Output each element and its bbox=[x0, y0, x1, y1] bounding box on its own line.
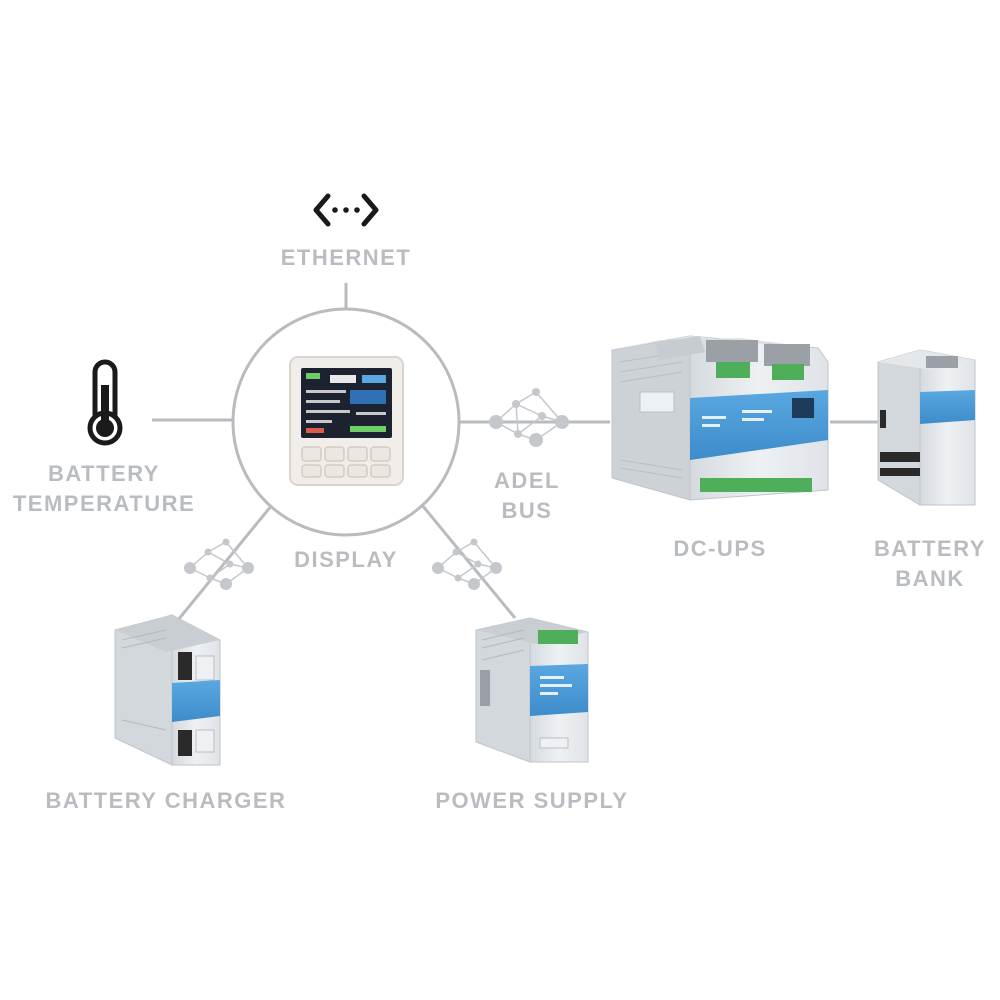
power-supply-device bbox=[475, 617, 589, 763]
battery-charger-label: BATTERY CHARGER bbox=[46, 788, 287, 813]
dc-ups-label: DC-UPS bbox=[673, 536, 766, 561]
display-device bbox=[289, 356, 404, 486]
battery-bank-device bbox=[877, 349, 976, 506]
power-supply-label: POWER SUPPLY bbox=[435, 788, 628, 813]
thermometer-icon bbox=[87, 359, 123, 446]
battery-temperature-label-line1: BATTERY bbox=[48, 461, 160, 486]
ethernet-label: ETHERNET bbox=[281, 245, 412, 270]
line-power-supply bbox=[420, 504, 517, 619]
battery-bank-label-line1: BATTERY bbox=[874, 536, 986, 561]
ethernet-icon bbox=[313, 193, 379, 227]
battery-charger-device bbox=[114, 614, 221, 766]
adel-bus-label-line2: BUS bbox=[502, 498, 553, 523]
adel-bus-label-line1: ADEL bbox=[494, 468, 560, 493]
battery-bank-label-line2: BANK bbox=[895, 566, 965, 591]
battery-temperature-label-line2: TEMPERATURE bbox=[13, 491, 195, 516]
network-node-icon bbox=[489, 388, 569, 447]
display-label: DISPLAY bbox=[294, 547, 398, 572]
line-battery-charger bbox=[176, 504, 274, 621]
network-node-icon bbox=[184, 538, 254, 590]
network-node-icon bbox=[432, 538, 502, 590]
dc-ups-device bbox=[611, 335, 829, 501]
